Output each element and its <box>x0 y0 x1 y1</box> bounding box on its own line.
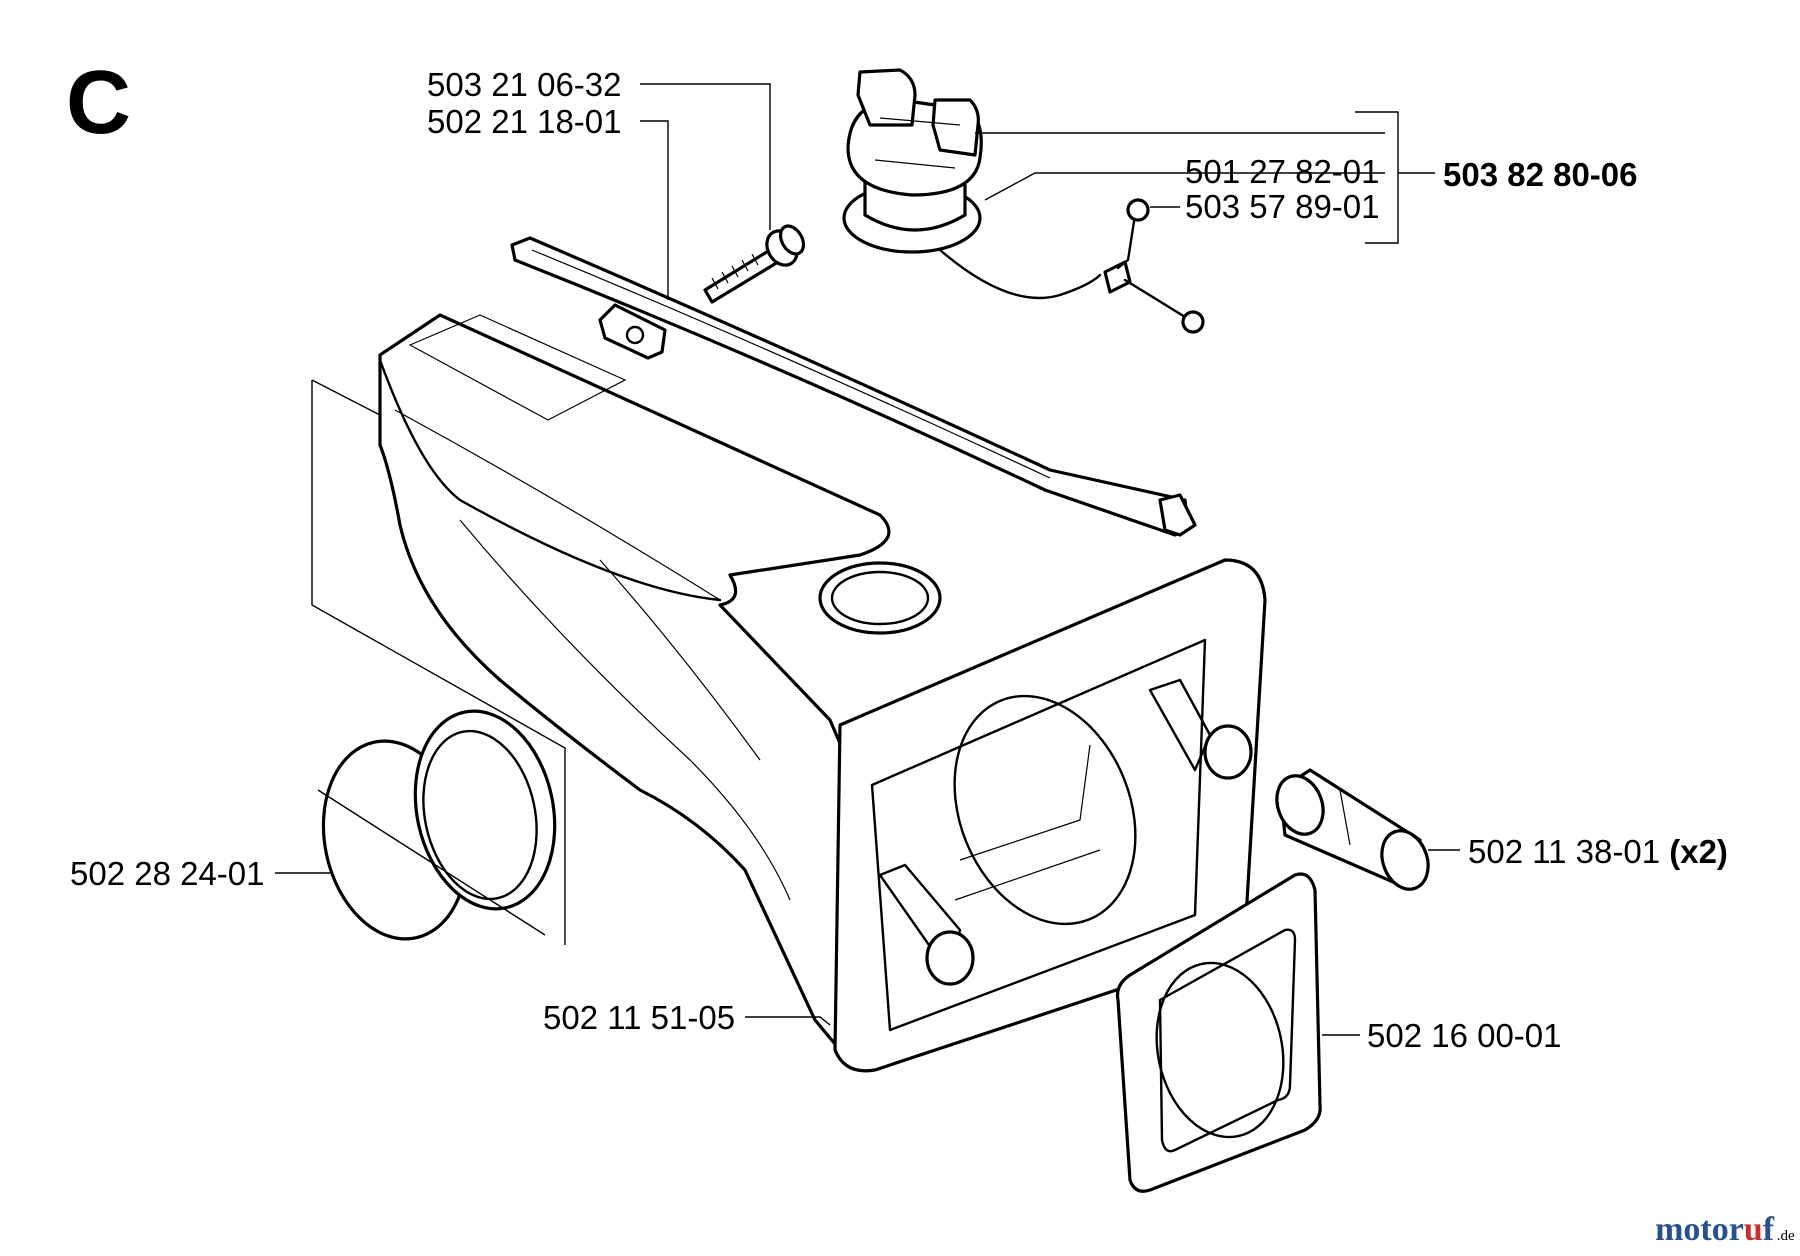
damper-part-number: 502 11 38-01 <box>1468 833 1660 870</box>
leader-lines <box>275 83 1460 1036</box>
strap-drawing <box>510 236 1197 537</box>
label-cap-kit: 503 82 80-06 <box>1443 156 1638 193</box>
label-sleeve: 502 28 24-01 <box>70 855 265 892</box>
label-tank: 502 11 51-05 <box>543 999 735 1036</box>
label-damper: 502 11 38-01 (x2) <box>1468 833 1728 870</box>
label-gasket: 502 16 00-01 <box>1367 1017 1562 1054</box>
gasket-drawing <box>1115 872 1322 1193</box>
watermark-brand: motoruf <box>1655 1211 1775 1248</box>
damper-qty-note: (x2) <box>1669 833 1728 870</box>
bolt-drawing <box>703 224 806 304</box>
fuel-cap-drawing <box>842 68 983 254</box>
watermark-logo: motoruf .de <box>1655 1211 1795 1248</box>
section-label: C <box>66 53 131 153</box>
rubber-sleeve-drawing <box>321 709 557 941</box>
retaining-cord-drawing <box>938 198 1205 334</box>
label-bolt: 503 21 06-32 <box>427 66 622 103</box>
label-cord: 503 57 89-01 <box>1185 188 1380 225</box>
label-cap: 501 27 82-01 <box>1185 153 1380 190</box>
damper-drawing <box>1275 768 1430 891</box>
fuel-tank-drawing <box>378 313 1267 1073</box>
watermark-tld: .de <box>1777 1228 1795 1244</box>
label-strap: 502 21 18-01 <box>427 103 622 140</box>
